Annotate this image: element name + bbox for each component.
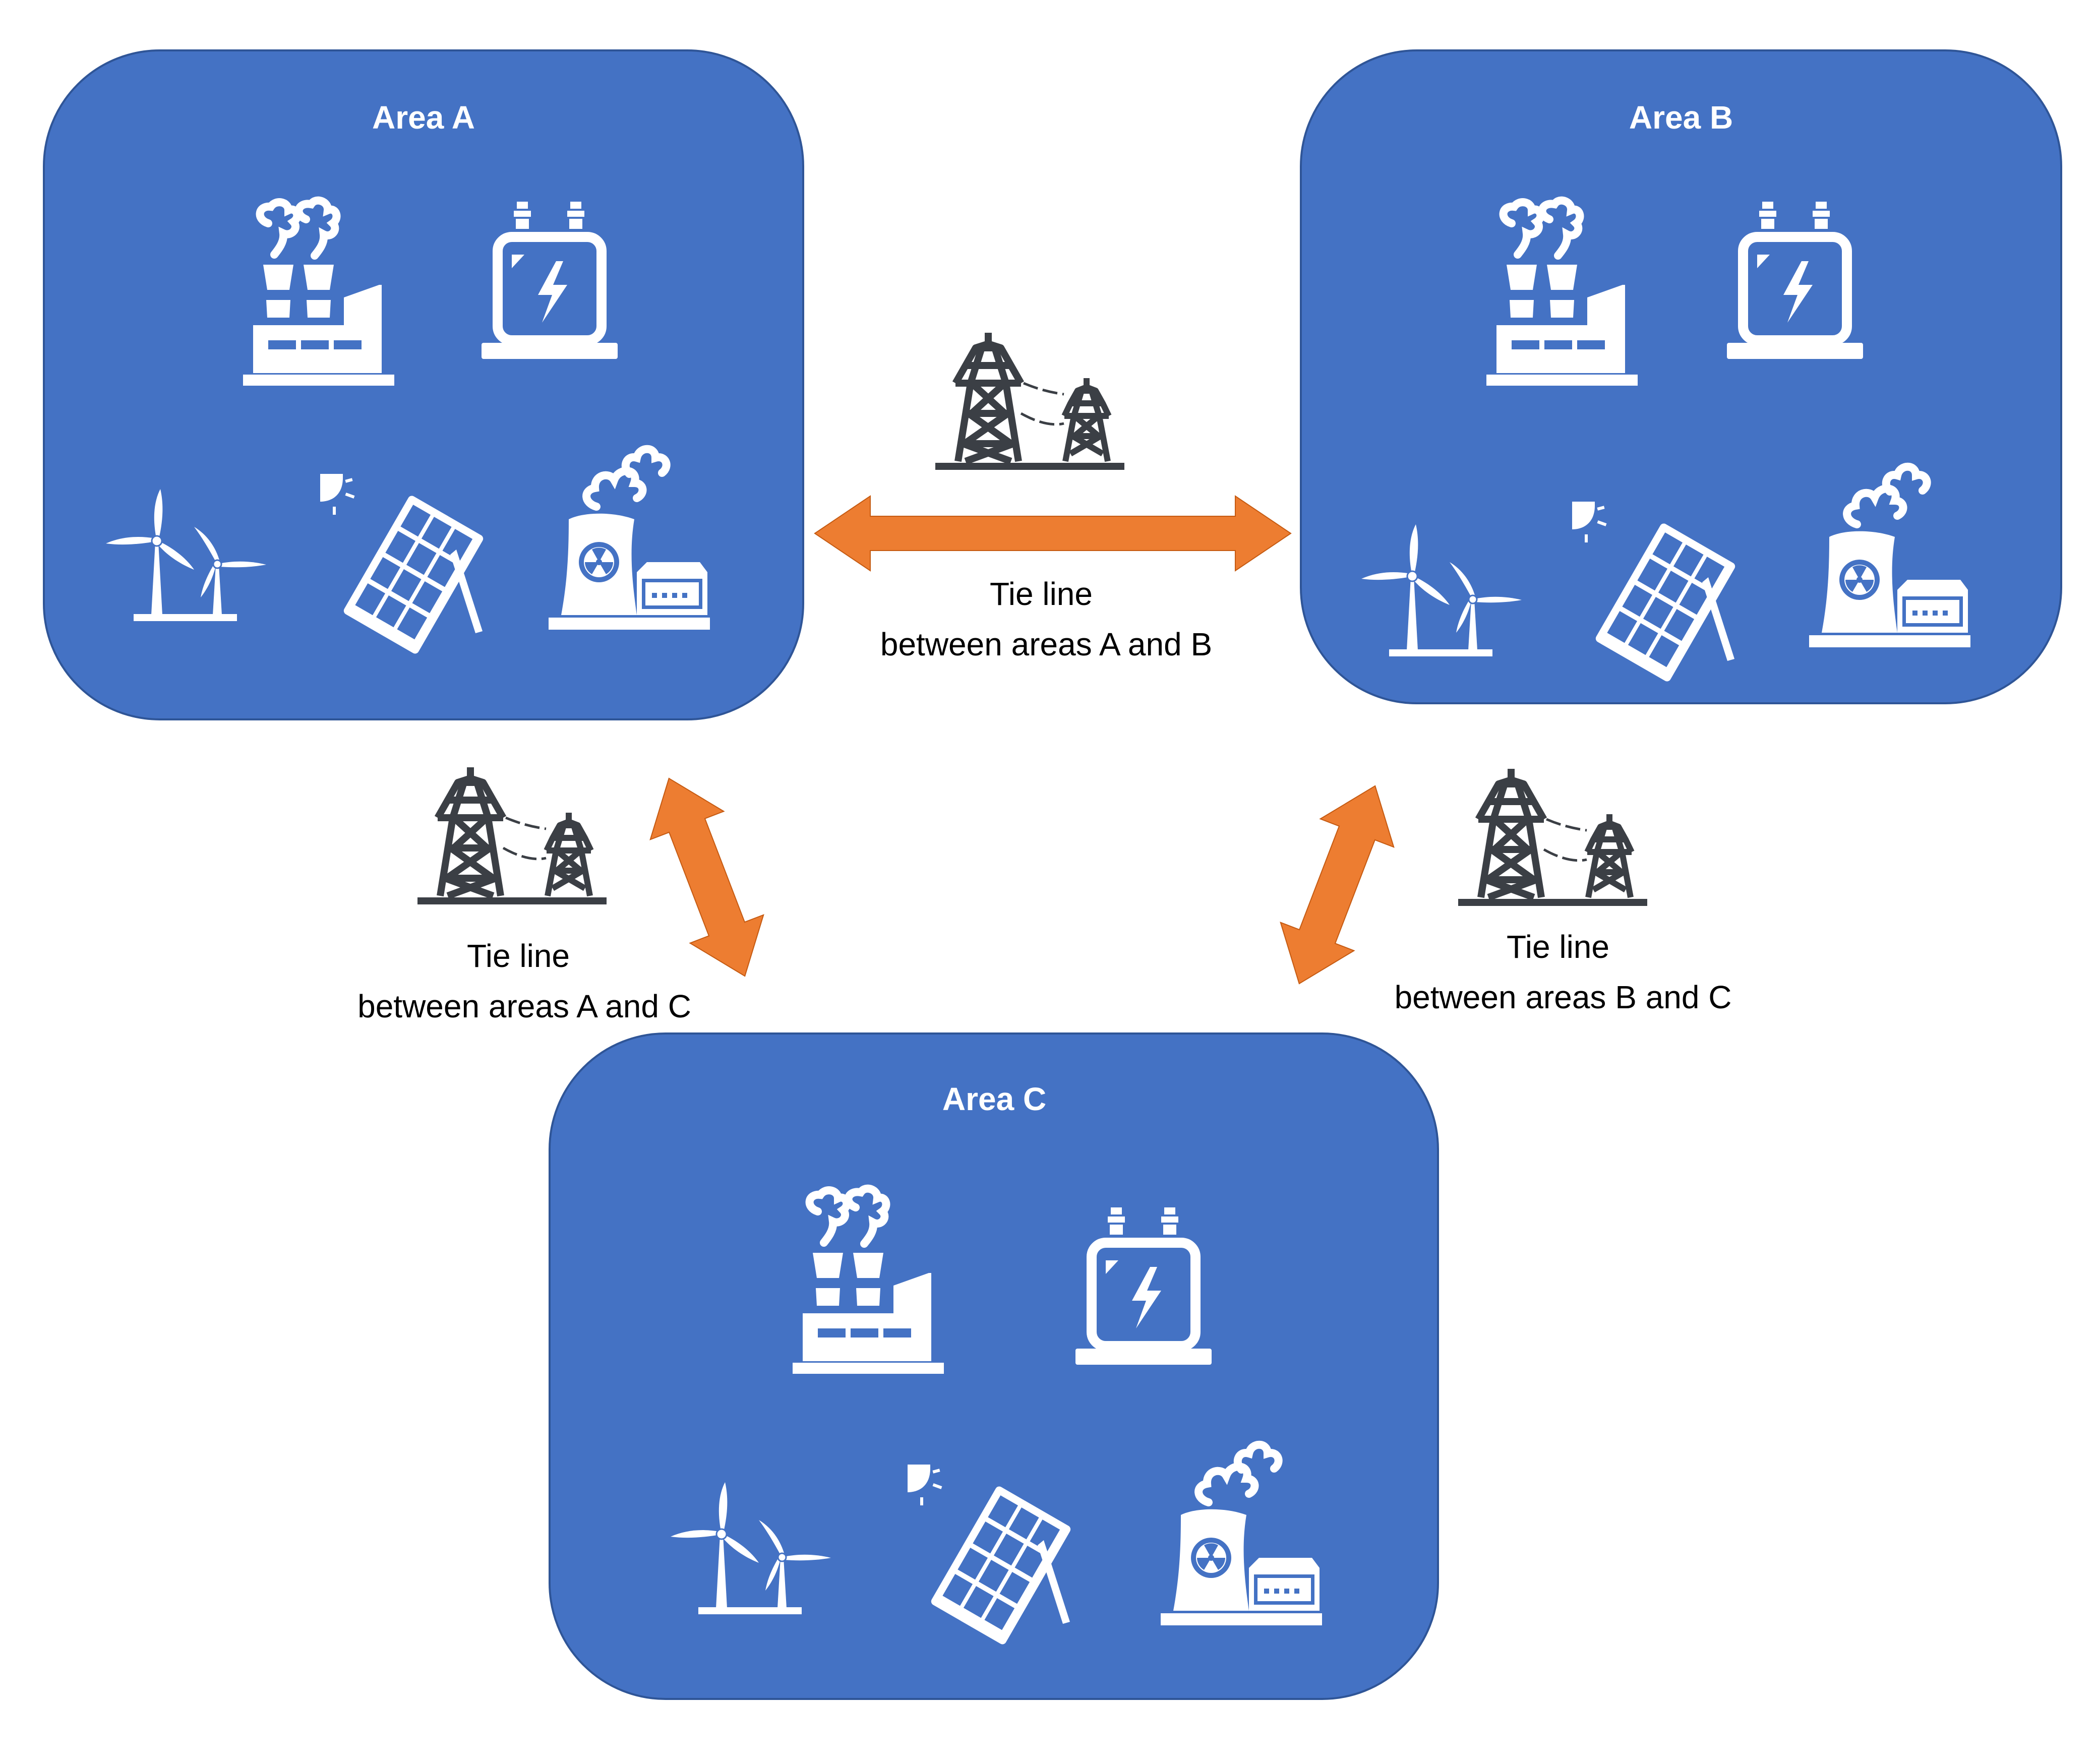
transmission-tower-icon [1458,769,1647,906]
tie-line-ab-label-line2: between areas A and B [880,626,1212,662]
area-c: Area C [549,1032,1439,1700]
area-c-title: Area C [942,1081,1046,1117]
area-a-title: Area A [372,99,475,136]
tie-line-bc-arrow [1262,771,1413,999]
transmission-tower-icon [417,767,607,904]
area-b-title: Area B [1629,99,1733,136]
tie-line-ac-label-line2: between areas A and C [357,988,691,1024]
tie-line-ab-arrow [814,496,1291,571]
tie-line-ab-label-line1: Tie line [990,576,1093,612]
tie-line-ac-label-line1: Tie line [467,938,570,974]
transmission-tower-icon [935,333,1124,470]
area-b: Area B [1300,49,2062,704]
tie-line-ac: Tie line between areas A and C [357,763,783,1024]
tie-line-ac-arrow [631,763,783,991]
area-a: Area A [43,49,804,720]
tie-line-bc-label-line2: between areas B and C [1395,979,1732,1015]
tie-line-ab: Tie line between areas A and B [814,333,1291,662]
tie-line-bc-label-line1: Tie line [1507,929,1609,965]
tie-line-bc: Tie line between areas B and C [1262,769,1732,1015]
